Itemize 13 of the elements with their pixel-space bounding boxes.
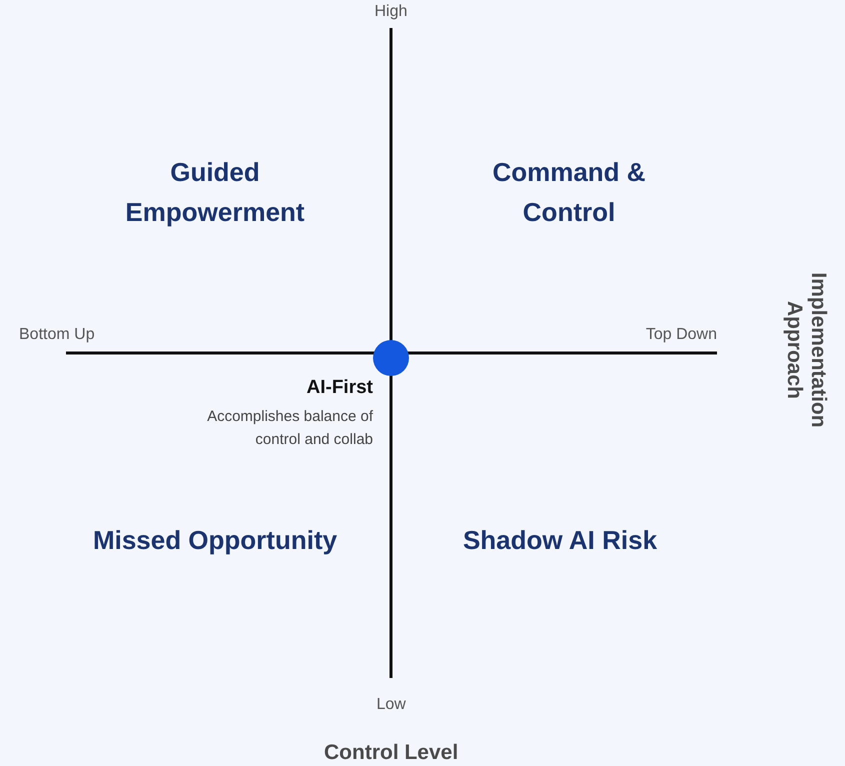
axis-end-label: Bottom Up [19,326,95,344]
axis-title: Control Level [324,741,458,765]
axis-end-label: Top Down [646,326,717,344]
quadrant-title: Shadow AI Risk [462,524,658,557]
axis-end-label: Low [376,696,406,714]
point-description: Accomplishes balance of control and collab [206,407,373,450]
point-label: AI-First [306,376,373,400]
quadrant-title: Guided Empowerment [124,156,306,229]
marker-dot [373,340,409,376]
quadrant-title: Command & Control [491,156,647,229]
axis-end-label: High [374,3,408,21]
quadrant-title: Missed Opportunity [92,524,338,557]
axis-title: Implementation Approach [782,271,830,430]
